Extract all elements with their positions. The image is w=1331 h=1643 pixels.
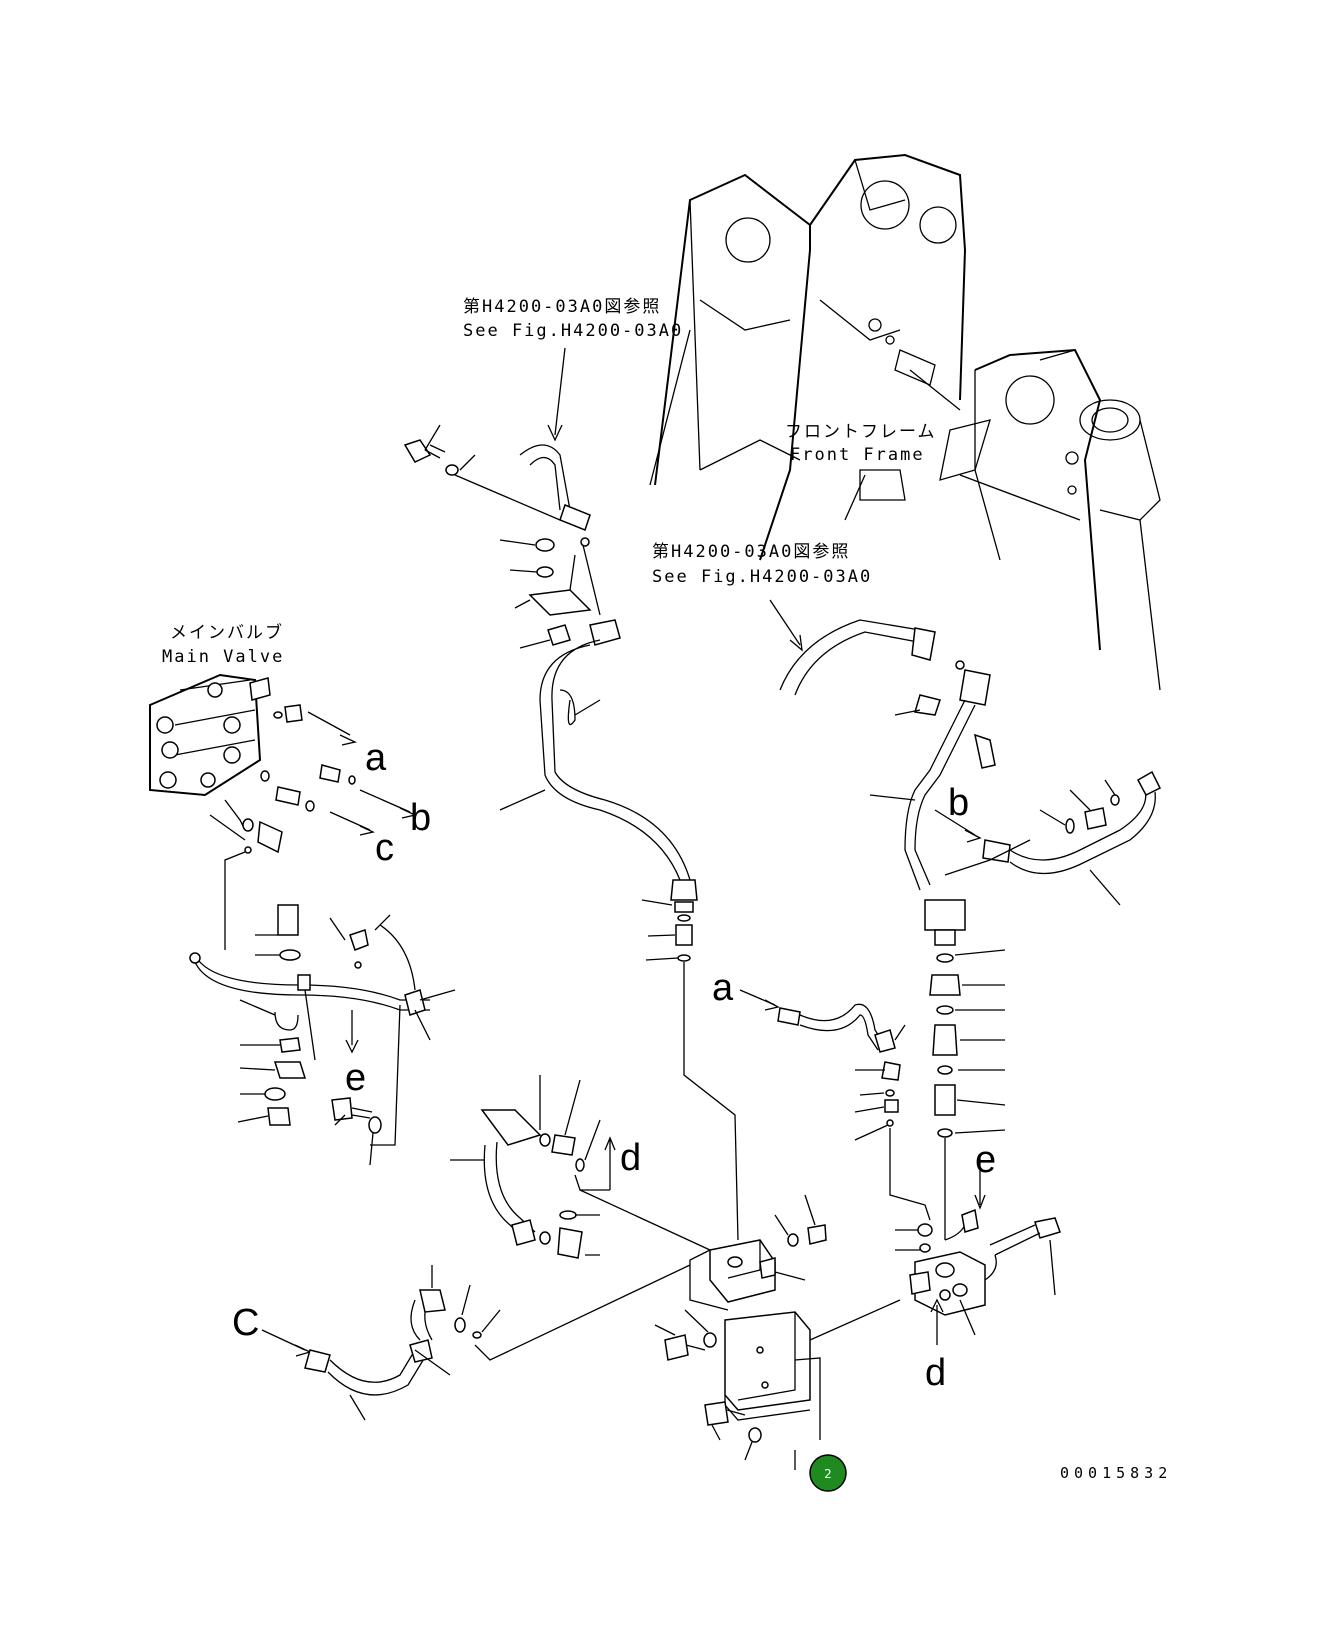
see-fig-1-en-label: See Fig.H4200-03A0 <box>463 321 683 341</box>
connection-letter-b1: b <box>410 797 431 839</box>
see-fig-callout-1: 第H4200-03A0図参照 See Fig.H4200-03A0 <box>463 297 683 442</box>
right-valve-block: e d <box>895 1139 1061 1394</box>
center-left-hose: d <box>450 1075 711 1259</box>
main-valve-en-label: Main Valve <box>162 647 284 667</box>
front-frame-en-label: Front Frame <box>790 445 925 465</box>
see-fig-1-jp-label: 第H4200-03A0図参照 <box>463 297 661 317</box>
drawing-number: 00015832 <box>1060 1464 1172 1482</box>
main-valve: メインバルブ Main Valve <box>149 622 284 841</box>
connection-letter-d1: d <box>620 1137 641 1179</box>
main-valve-jp-label: メインバルブ <box>170 622 284 643</box>
connection-letter-e2: e <box>975 1139 996 1181</box>
connection-letter-a2: a <box>712 967 734 1009</box>
see-fig-callout-2: 第H4200-03A0図参照 See Fig.H4200-03A0 <box>652 542 872 652</box>
marker-label: 2 <box>824 1467 832 1481</box>
connection-letter-b2: b <box>948 782 969 824</box>
upper-hose-assembly <box>403 424 739 1241</box>
marker-badge[interactable]: 2 <box>809 1454 847 1492</box>
front-frame <box>649 153 1161 691</box>
bottom-left-hose: C <box>232 1265 501 1421</box>
connection-letter-c2: C <box>232 1302 259 1344</box>
connection-letter-e1: e <box>345 1057 366 1099</box>
connection-letter-a1: a <box>365 737 387 779</box>
valve-fittings: a b c <box>224 704 431 950</box>
bottom-bracket <box>654 1299 901 1470</box>
right-middle-hose: a <box>712 967 931 1221</box>
front-frame-jp-label: フロントフレーム <box>785 422 937 442</box>
front-frame-callout: フロントフレーム Front Frame <box>785 422 937 521</box>
see-fig-2-en-label: See Fig.H4200-03A0 <box>652 567 872 587</box>
marker-circle[interactable] <box>809 1454 847 1492</box>
center-block <box>474 1194 827 1361</box>
right-hose-assembly: b <box>779 619 1162 1240</box>
connection-letter-d2: d <box>925 1352 946 1394</box>
see-fig-2-jp-label: 第H4200-03A0図参照 <box>652 542 850 562</box>
left-hose-clamps: e <box>189 904 456 1166</box>
connection-letter-c1: c <box>375 827 394 869</box>
